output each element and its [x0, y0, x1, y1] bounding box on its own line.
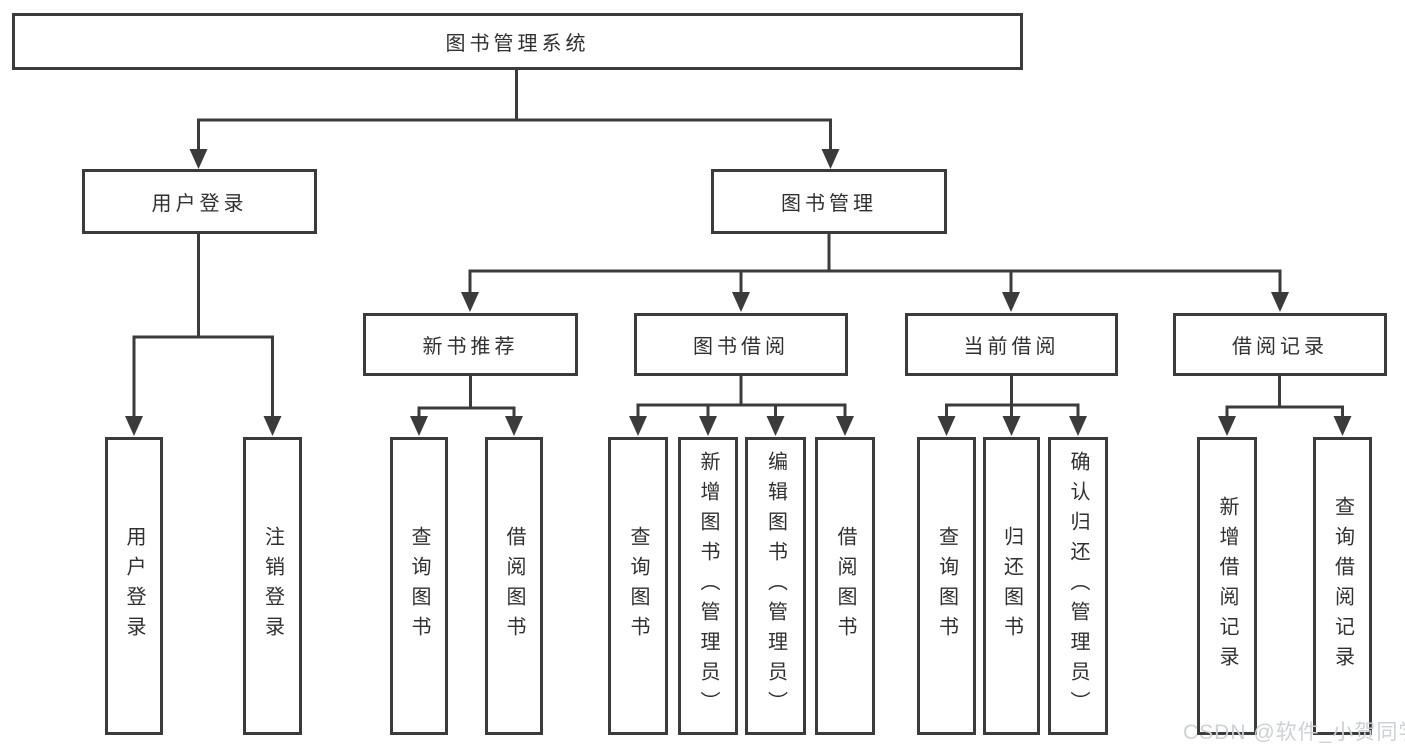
arrowhead-icon [732, 292, 750, 312]
arrowhead-icon [1069, 416, 1087, 436]
leaf-borrow-borrow-books: 借阅图书 [815, 437, 875, 735]
node-book-management-label: 图书管理 [781, 193, 877, 215]
leaf-current-return-books: 归还图书 [983, 437, 1040, 735]
arrowhead-icon [505, 416, 523, 436]
arrowhead-icon [1271, 292, 1289, 312]
watermark: CSDN @软件_小贺同学 [1183, 721, 1405, 744]
arrowhead-icon [1002, 292, 1020, 312]
node-borrow-records: 借阅记录 [1173, 313, 1387, 376]
arrowhead-icon [461, 292, 479, 312]
leaf-recommend-query-books: 查询图书 [390, 437, 448, 735]
arrowhead-icon [1218, 416, 1236, 436]
arrowhead-icon [1002, 416, 1021, 436]
leaf-borrow-query-books: 查询图书 [608, 437, 668, 735]
node-borrow-records-label: 借阅记录 [1232, 336, 1328, 358]
node-book-borrow: 图书借阅 [634, 313, 848, 376]
connector-current-borrow-to-leaves [937, 376, 1087, 436]
leaf-label: 新增借阅记录 [1216, 496, 1238, 676]
node-book-borrow-label: 图书借阅 [693, 336, 789, 358]
node-new-book-recommend-label: 新书推荐 [422, 336, 519, 358]
arrowhead-icon [1333, 416, 1352, 436]
leaf-label: 归还图书 [1000, 526, 1023, 646]
leaf-logout: 注销登录 [243, 437, 302, 735]
node-current-borrow-label: 当前借阅 [963, 336, 1060, 358]
arrowhead-icon [937, 416, 956, 436]
node-root: 图书管理系统 [12, 13, 1023, 70]
arrowhead-icon [189, 149, 208, 169]
connector-user-login-to-leaves [125, 233, 282, 436]
leaf-current-confirm-return-admin: 确认归还（管理员） [1048, 437, 1108, 735]
node-book-management: 图书管理 [711, 169, 947, 234]
leaf-label: 查询图书 [408, 526, 430, 646]
leaf-label: 查询借阅记录 [1331, 496, 1354, 676]
connector-book-management-to-groups [461, 233, 1289, 312]
connector-new-book-recommend-to-leaves [410, 376, 523, 436]
leaf-recommend-borrow-books: 借阅图书 [485, 437, 543, 735]
arrowhead-icon [821, 149, 840, 169]
node-root-label: 图书管理系统 [445, 33, 590, 55]
leaf-records-add-record: 新增借阅记录 [1197, 437, 1257, 735]
leaf-label: 查询图书 [935, 526, 958, 646]
leaf-label: 编辑图书（管理员） [764, 451, 787, 721]
leaf-records-query-record: 查询借阅记录 [1313, 437, 1372, 735]
arrowhead-icon [410, 416, 428, 436]
arrowhead-icon [836, 416, 854, 436]
node-user-login: 用户登录 [82, 169, 317, 234]
leaf-label: 确认归还（管理员） [1067, 451, 1089, 721]
leaf-label: 注销登录 [261, 526, 284, 646]
node-new-book-recommend: 新书推荐 [363, 313, 578, 376]
leaf-borrow-add-books-admin: 新增图书（管理员） [678, 437, 738, 735]
leaf-borrow-edit-books-admin: 编辑图书（管理员） [745, 437, 806, 735]
connector-book-borrow-to-leaves [629, 376, 854, 436]
leaf-label: 新增图书（管理员） [697, 451, 719, 721]
leaf-label: 用户登录 [123, 526, 145, 646]
node-user-login-label: 用户登录 [151, 193, 248, 215]
connector-borrow-records-to-leaves [1218, 376, 1352, 436]
arrowhead-icon [263, 416, 282, 436]
node-current-borrow: 当前借阅 [905, 313, 1118, 376]
arrowhead-icon [629, 416, 647, 436]
leaf-label: 借阅图书 [834, 526, 856, 646]
leaf-current-query-books: 查询图书 [917, 437, 976, 735]
connector-root-to-branches [189, 70, 840, 169]
arrowhead-icon [699, 416, 717, 436]
leaf-label: 借阅图书 [503, 526, 525, 646]
arrowhead-icon [125, 416, 143, 436]
leaf-user-login: 用户登录 [105, 437, 163, 735]
arrowhead-icon [766, 416, 785, 436]
leaf-label: 查询图书 [627, 526, 649, 646]
